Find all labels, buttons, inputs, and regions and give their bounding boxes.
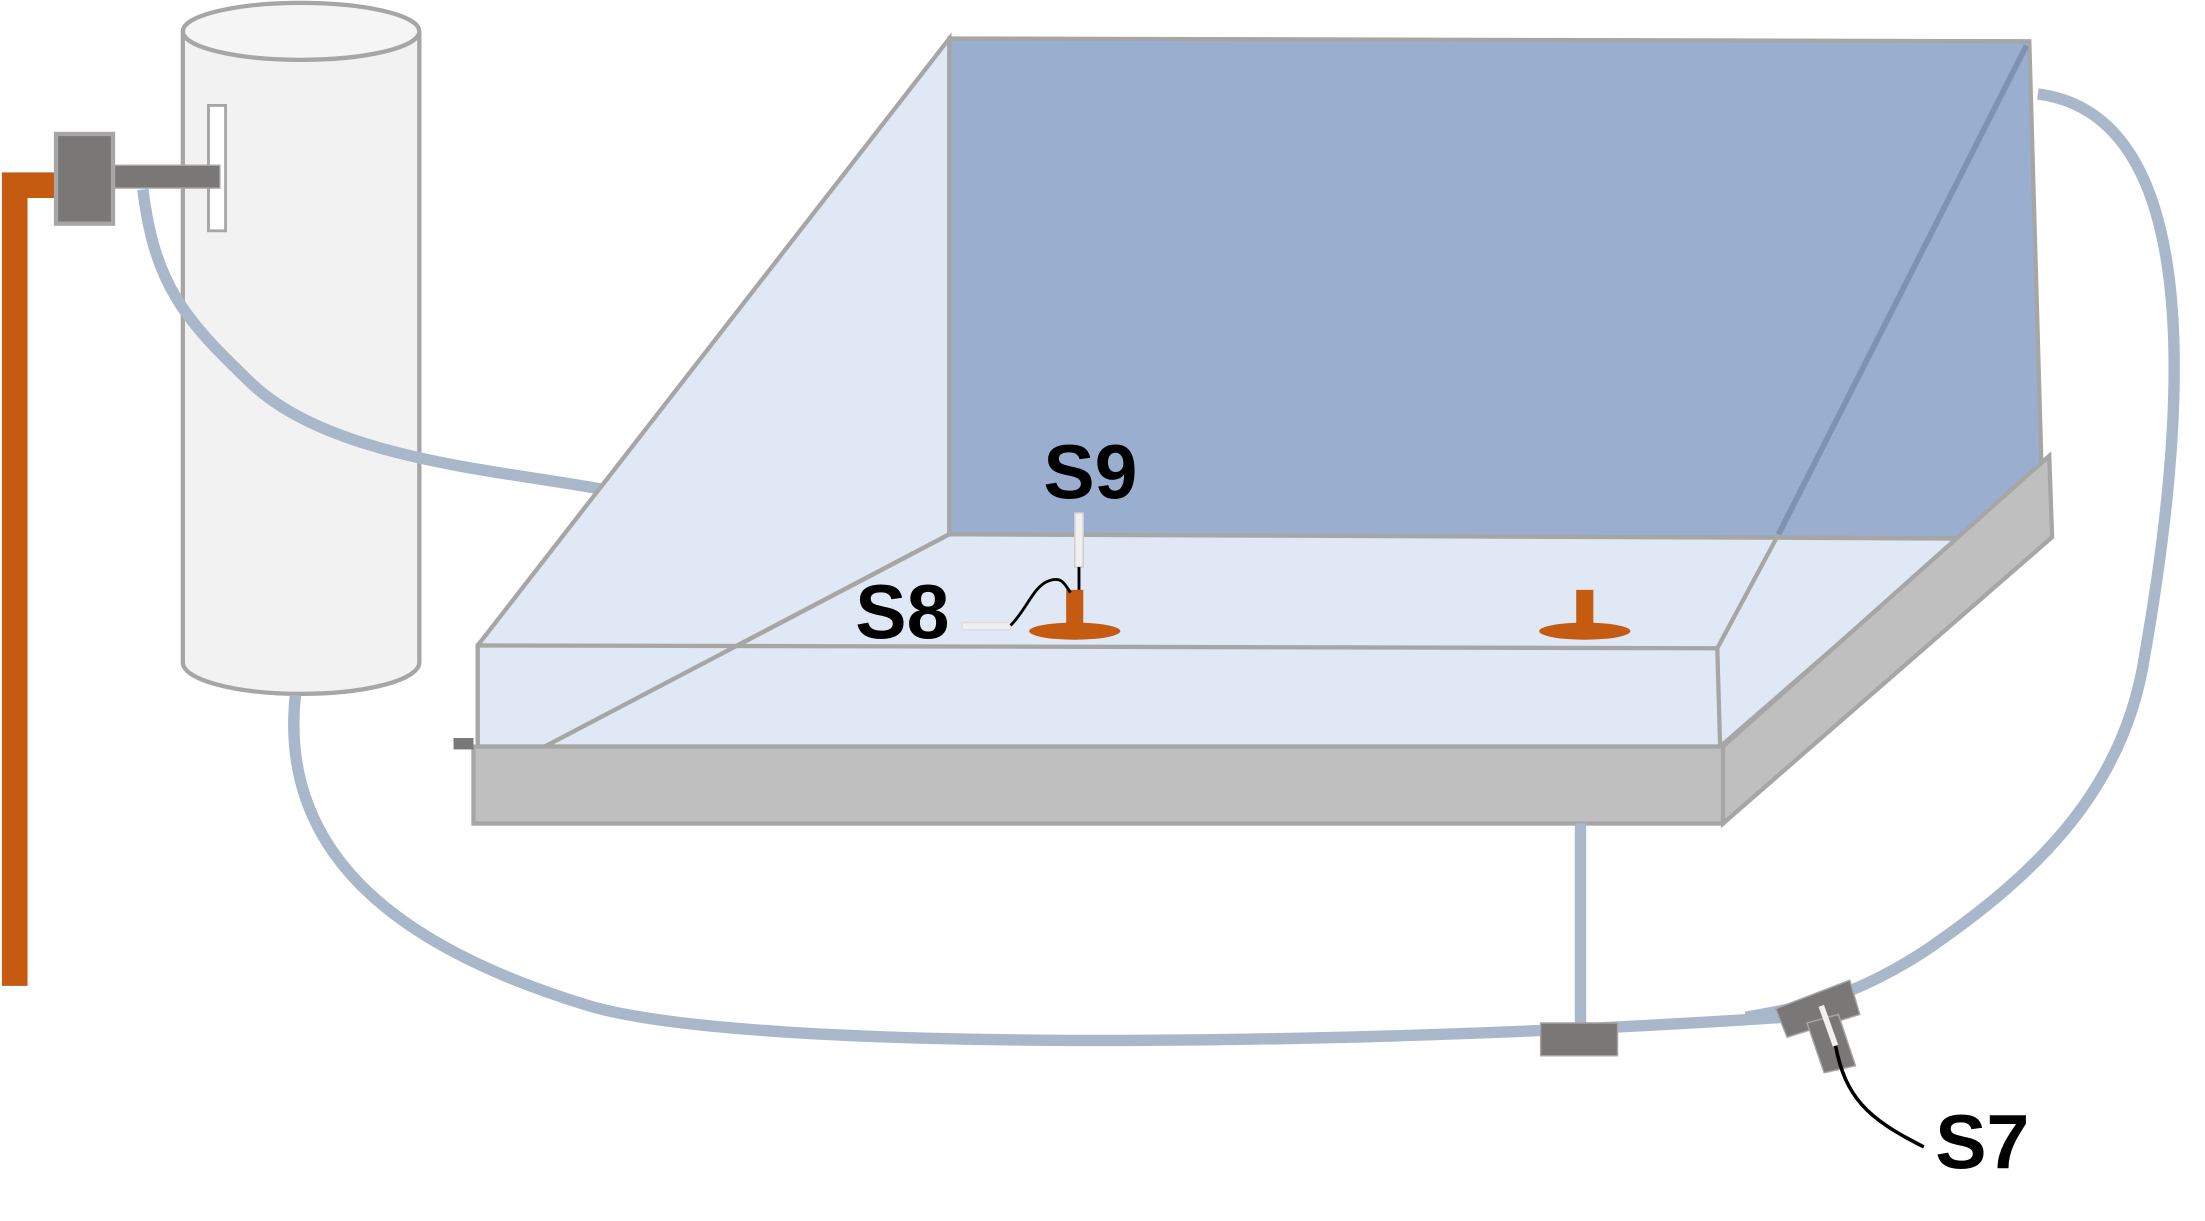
sensor-s7 — [1774, 979, 1925, 1149]
bottom-pipe — [288, 694, 1825, 1047]
tank-base — [453, 451, 2055, 829]
cylinder-reservoir — [180, 0, 422, 696]
sensor-s9 — [1074, 512, 1084, 590]
diffuser-left — [1029, 589, 1121, 640]
return-pipe-right — [1744, 88, 2180, 1023]
label-s9: S9 — [1043, 430, 1137, 516]
label-s8: S8 — [855, 569, 949, 655]
diffuser-right — [1539, 589, 1631, 640]
copper-supply-pipe — [1, 172, 61, 986]
tee-fitting — [1539, 1022, 1619, 1057]
inlet-valve — [53, 131, 221, 226]
sensor-s8 — [961, 578, 1072, 631]
tank-front-wall — [475, 643, 1723, 749]
label-s7: S7 — [1935, 1099, 2029, 1185]
